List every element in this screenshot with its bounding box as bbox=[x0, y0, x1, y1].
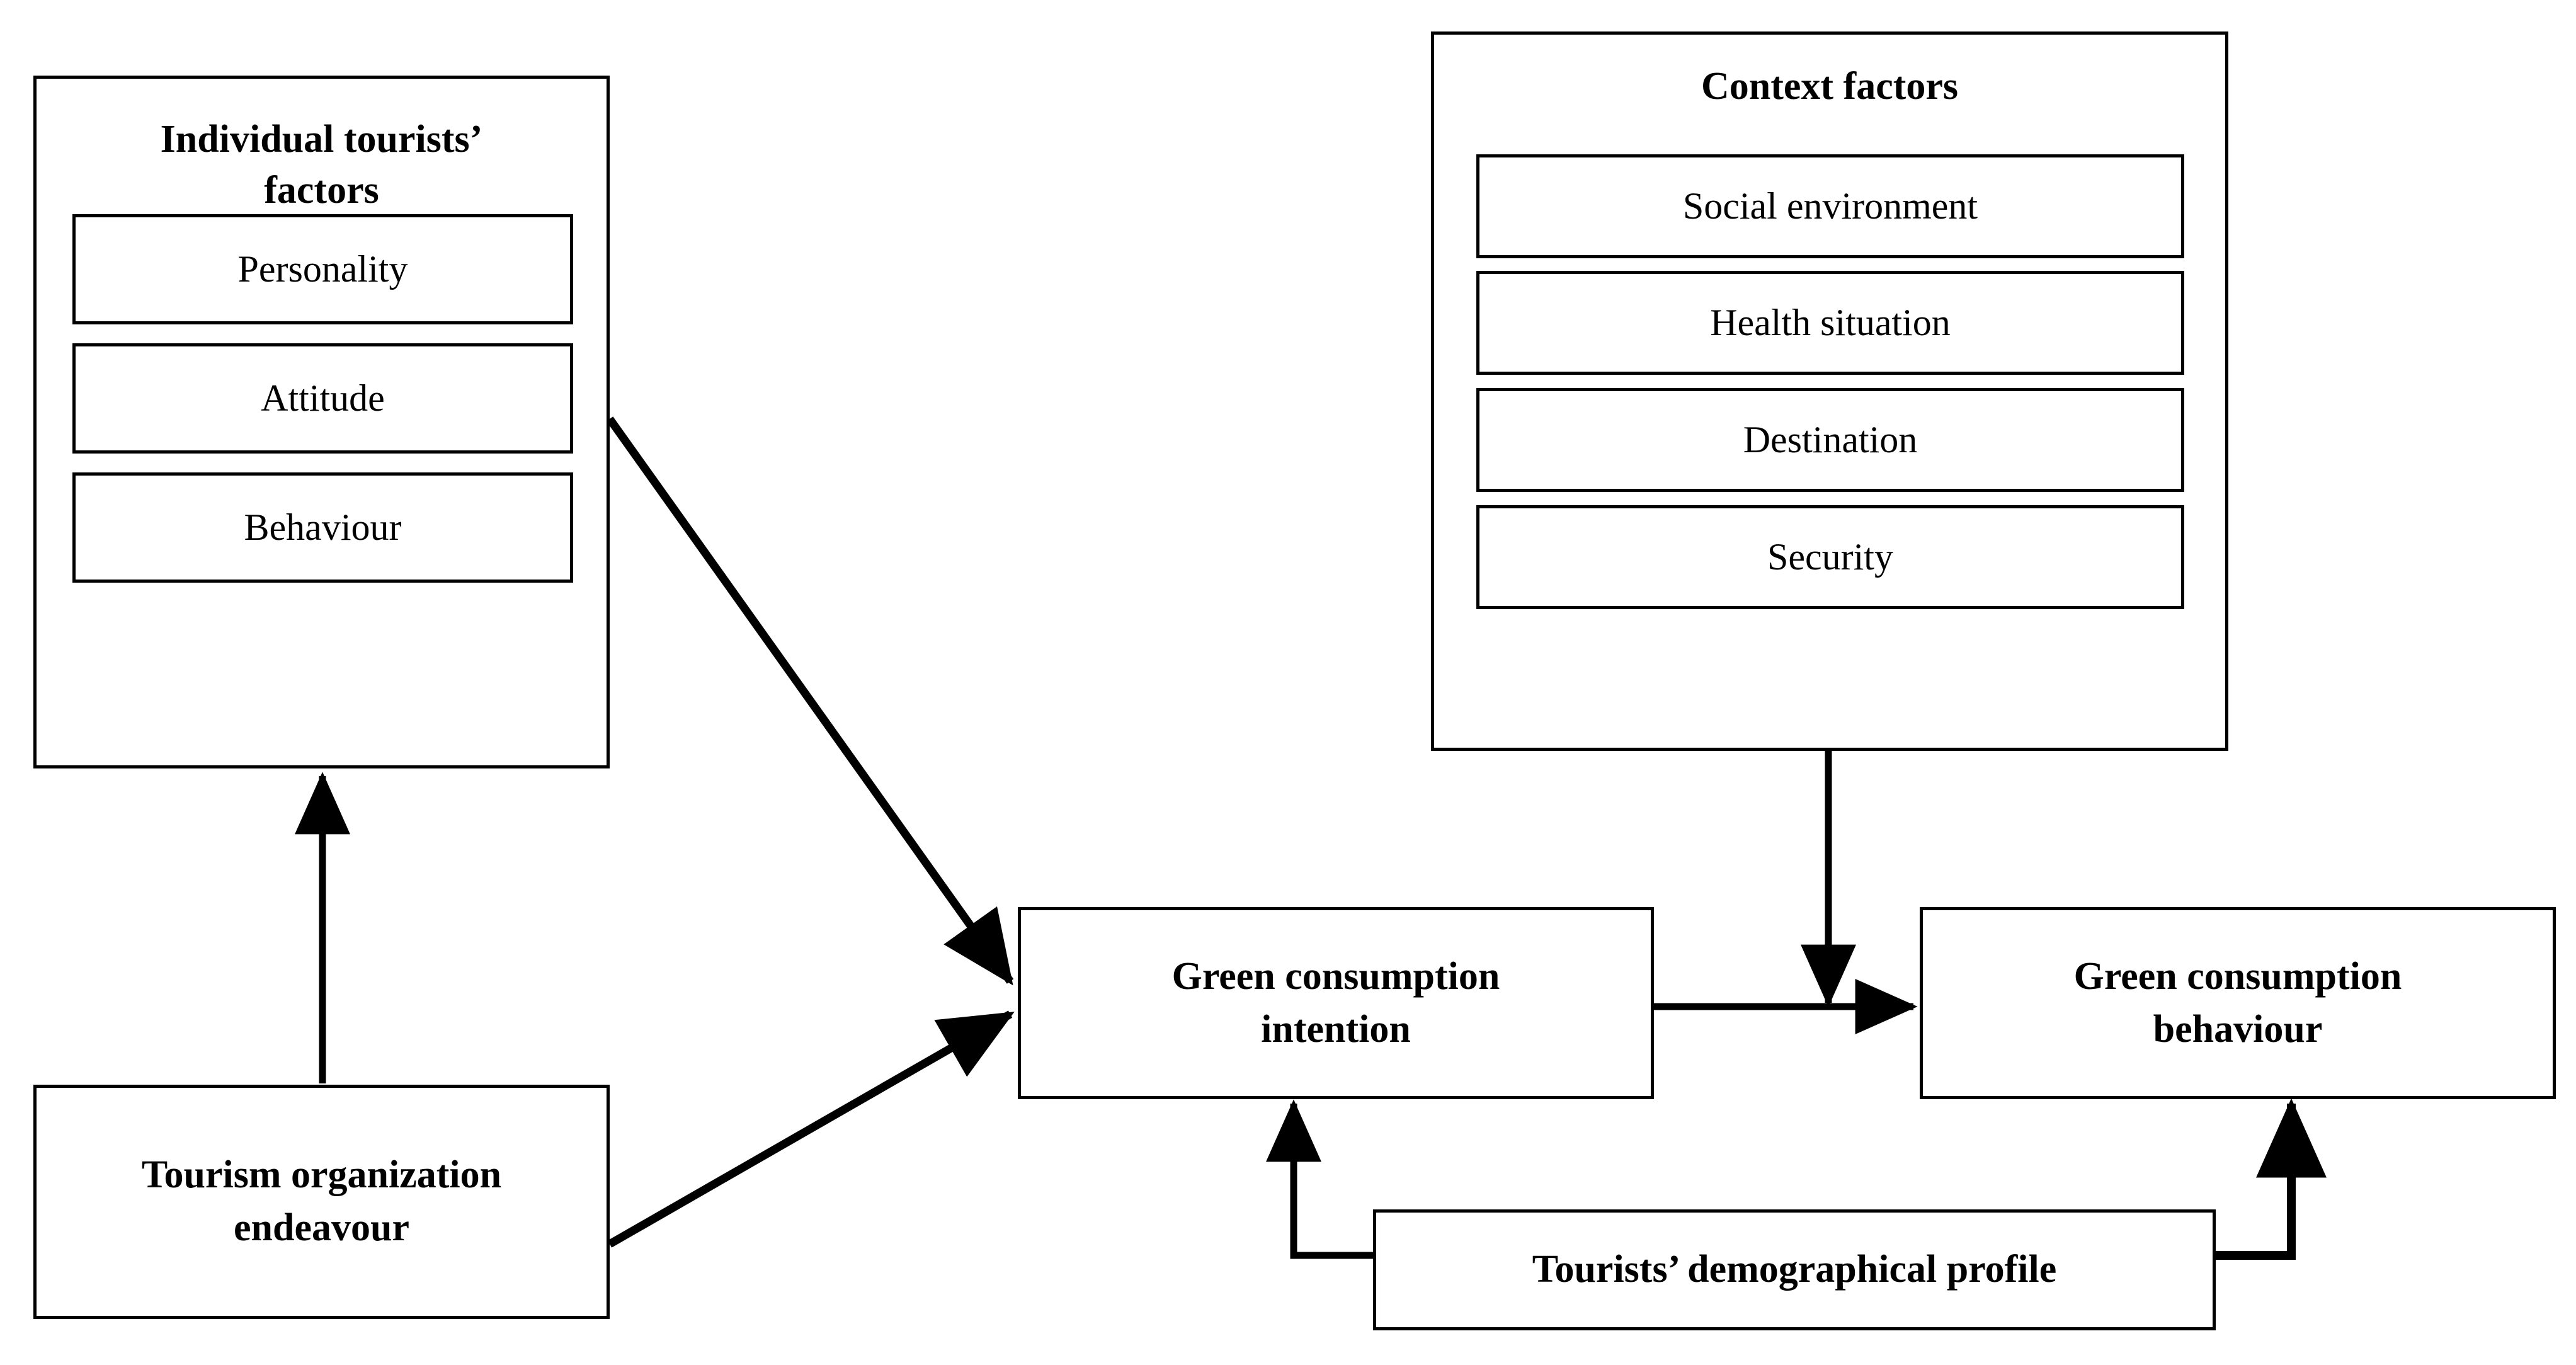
edge-demographics-to-intention bbox=[1266, 1099, 1373, 1259]
node-tourists-demographical-profile[interactable]: Tourists’ demographical profile bbox=[1373, 1209, 2216, 1330]
node-label-tourism-organization-endeavour: Tourism organization endeavour bbox=[141, 1153, 502, 1249]
group-title-individual-tourists-factors: Individual tourists’ factors bbox=[160, 118, 483, 212]
item-destination[interactable]: Destination bbox=[1476, 388, 2184, 492]
group-title-context-factors: Context factors bbox=[1701, 65, 1959, 108]
item-social-environment[interactable]: Social environment bbox=[1476, 154, 2184, 258]
edge-demographics-to-behaviour bbox=[2216, 1098, 2327, 1260]
item-health-situation[interactable]: Health situation bbox=[1476, 271, 2184, 375]
item-behaviour[interactable]: Behaviour bbox=[72, 472, 573, 583]
item-security[interactable]: Security bbox=[1476, 505, 2184, 609]
edge-org-to-intention bbox=[607, 1010, 1015, 1248]
node-label-green-consumption-behaviour: Green consumption behaviour bbox=[2073, 954, 2402, 1051]
node-green-consumption-intention[interactable]: Green consumption intention bbox=[1018, 907, 1654, 1099]
node-label-tourists-demographical-profile: Tourists’ demographical profile bbox=[1532, 1248, 2057, 1291]
node-tourism-organization-endeavour[interactable]: Tourism organization endeavour bbox=[33, 1085, 610, 1319]
node-label-green-consumption-intention: Green consumption intention bbox=[1171, 954, 1500, 1051]
item-personality[interactable]: Personality bbox=[72, 214, 573, 324]
item-attitude[interactable]: Attitude bbox=[72, 343, 573, 454]
edge-individual-to-intention bbox=[606, 416, 1014, 986]
node-green-consumption-behaviour[interactable]: Green consumption behaviour bbox=[1920, 907, 2556, 1099]
